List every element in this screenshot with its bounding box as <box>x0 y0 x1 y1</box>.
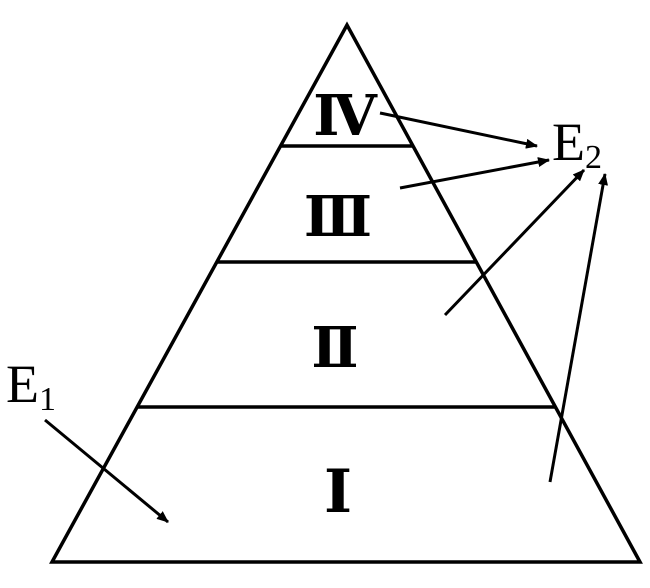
arrow-level-4-to-e2 <box>379 111 538 149</box>
arrow-level-3-to-e2 <box>399 157 550 190</box>
e1-label: E1 <box>6 354 56 418</box>
level-1-label: Ⅰ <box>324 459 352 525</box>
level-4-label: Ⅳ <box>313 86 378 148</box>
pyramid-outline <box>49 21 643 564</box>
e2-label: E2 <box>552 112 602 176</box>
level-3-label: Ⅲ <box>304 187 372 249</box>
level-2-label: Ⅱ <box>311 318 358 380</box>
arrow-e1-to-level-1 <box>44 418 169 524</box>
arrow-level-2-to-e2 <box>443 168 586 317</box>
arrow-level-1-to-e2 <box>548 173 608 483</box>
